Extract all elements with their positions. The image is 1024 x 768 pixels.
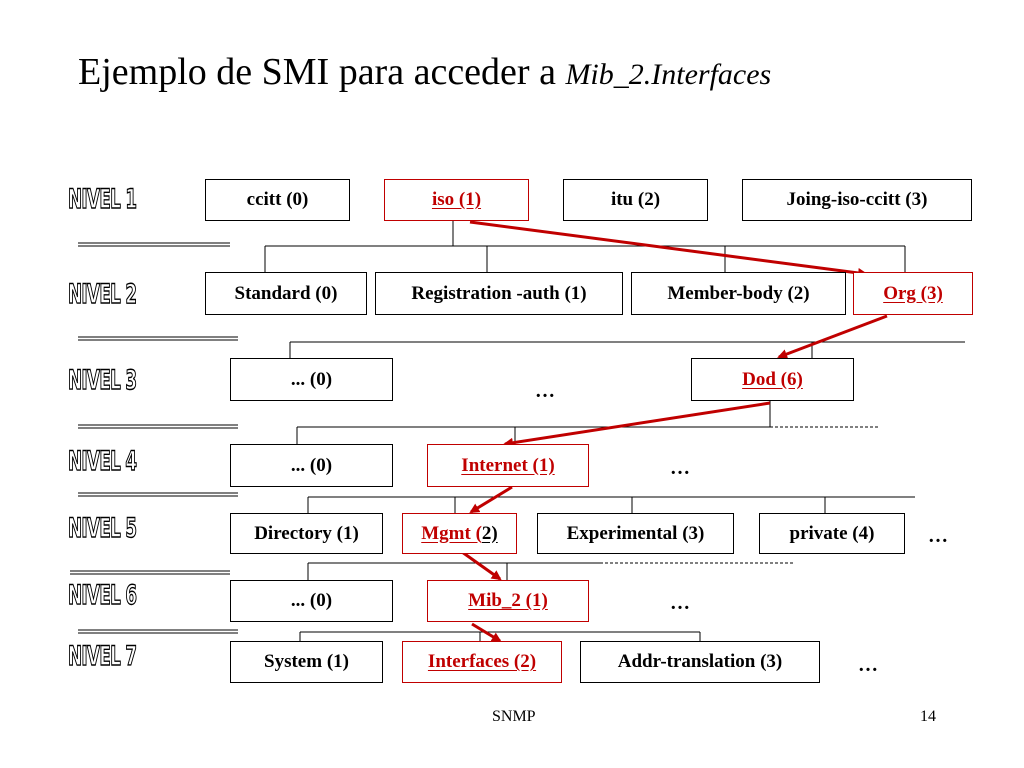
node-experimental: Experimental (3) [537, 513, 734, 554]
node-joint-iso-ccitt: Joing-iso-ccitt (3) [742, 179, 972, 221]
node-ccitt: ccitt (0) [205, 179, 350, 221]
node-iso: iso (1) [384, 179, 529, 221]
node-l6-zero: ... (0) [230, 580, 393, 622]
node-standard: Standard (0) [205, 272, 367, 315]
footer-label: SNMP [492, 708, 536, 725]
level-label-4: NIVEL 4 [68, 445, 138, 477]
ellipsis-l4: … [670, 457, 690, 479]
node-directory: Directory (1) [230, 513, 383, 554]
node-interfaces: Interfaces (2) [402, 641, 562, 683]
node-registration-auth: Registration -auth (1) [375, 272, 623, 315]
level-label-5: NIVEL 5 [68, 512, 138, 544]
node-dod: Dod (6) [691, 358, 854, 401]
level-label-6: NIVEL 6 [68, 579, 138, 611]
node-mib2: Mib_2 (1) [427, 580, 589, 622]
node-addr-translation: Addr-translation (3) [580, 641, 820, 683]
node-l4-zero: ... (0) [230, 444, 393, 487]
slide-title: Ejemplo de SMI para acceder a Mib_2.Inte… [78, 50, 771, 94]
node-itu: itu (2) [563, 179, 708, 221]
node-member-body: Member-body (2) [631, 272, 846, 315]
ellipsis-l5: … [928, 525, 948, 547]
node-internet: Internet (1) [427, 444, 589, 487]
level-label-3: NIVEL 3 [68, 364, 138, 396]
level-label-7: NIVEL 7 [68, 640, 138, 672]
ellipsis-l3: … [535, 380, 555, 402]
page-number: 14 [920, 708, 936, 725]
node-system: System (1) [230, 641, 383, 683]
title-italic: Mib_2.Interfaces [565, 58, 772, 91]
ellipsis-l6: … [670, 592, 690, 614]
node-private: private (4) [759, 513, 905, 554]
node-org: Org (3) [853, 272, 973, 315]
level-label-2: NIVEL 2 [68, 278, 138, 310]
node-l3-zero: ... (0) [230, 358, 393, 401]
node-mgmt: Mgmt (2) [402, 513, 517, 554]
level-label-1: NIVEL 1 [68, 183, 138, 215]
ellipsis-l7: … [858, 654, 878, 676]
title-main: Ejemplo de SMI para acceder a [78, 51, 566, 93]
